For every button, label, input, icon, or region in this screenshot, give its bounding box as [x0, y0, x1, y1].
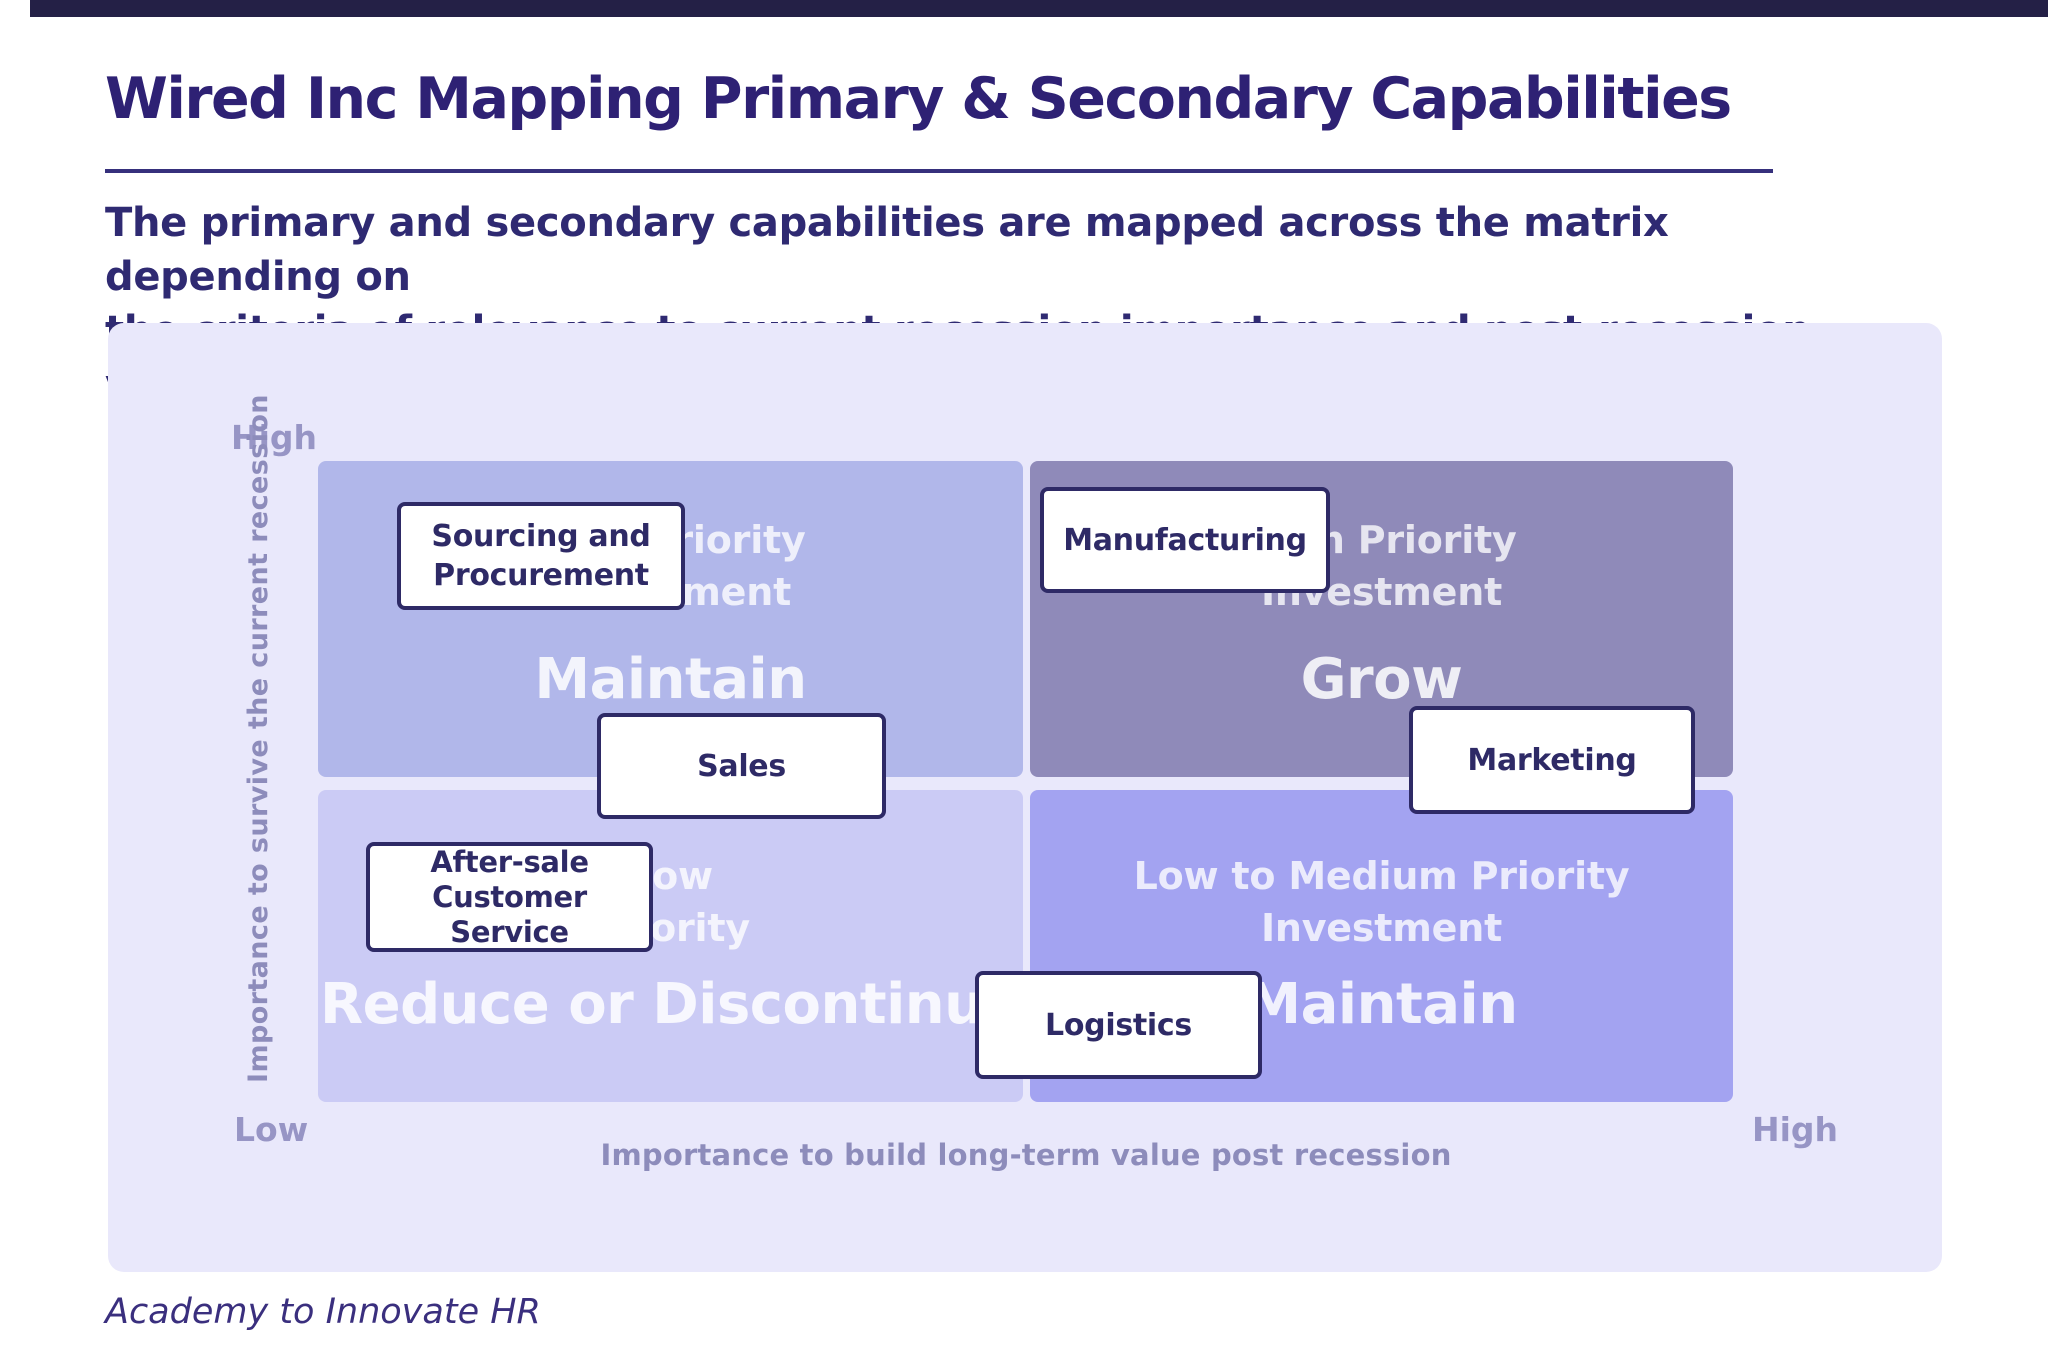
quadrant-bottom-left-action: Reduce or Discontinue [319, 972, 1022, 1037]
capability-label-line: Manufacturing [1063, 522, 1307, 558]
capability-label-line: After-sale [430, 844, 589, 879]
priority-line: Investment [1260, 906, 1503, 950]
capability-label-line: Sourcing and [431, 519, 651, 554]
quadrant-top-right-action: Grow [1300, 647, 1463, 712]
capability-label-line: Procurement [433, 558, 649, 593]
footer-credit: Academy to Innovate HR [105, 1292, 541, 1332]
y-axis-title: Importance to survive the current recess… [243, 394, 274, 1083]
quadrant-bottom-right-priority: Low to Medium Priority Investment [1030, 850, 1733, 954]
quadrant-top-left-action: Maintain [534, 647, 807, 712]
capability-box-after-sale-customer-service: After-sale Customer Service [366, 842, 653, 952]
capability-box-manufacturing: Manufacturing [1040, 487, 1330, 593]
priority-line: Low to Medium Priority [1133, 854, 1630, 898]
capability-label-line: Marketing [1467, 742, 1637, 778]
capability-label-line: Sales [697, 748, 786, 784]
capability-label-line: Service [450, 914, 569, 949]
page-title: Wired Inc Mapping Primary & Secondary Ca… [105, 66, 1732, 132]
x-axis-high-label: High [1752, 1110, 1839, 1149]
y-axis-high-label: High [231, 418, 318, 457]
quadrant-bottom-right-action: Maintain [1245, 972, 1518, 1037]
capability-label-line: Logistics [1045, 1007, 1192, 1043]
capability-label-line: Customer [432, 879, 587, 914]
subtitle-line-1: The primary and secondary capabilities a… [105, 200, 1669, 300]
capability-box-marketing: Marketing [1409, 706, 1695, 814]
y-axis-low-label: Low [234, 1110, 309, 1149]
top-accent-bar [30, 0, 2048, 17]
capability-box-sourcing-and-procurement: Sourcing and Procurement [397, 502, 685, 610]
title-divider [105, 169, 1773, 173]
capability-box-logistics: Logistics [975, 971, 1262, 1079]
capability-box-sales: Sales [597, 713, 886, 819]
x-axis-title: Importance to build long-term value post… [600, 1138, 1452, 1172]
